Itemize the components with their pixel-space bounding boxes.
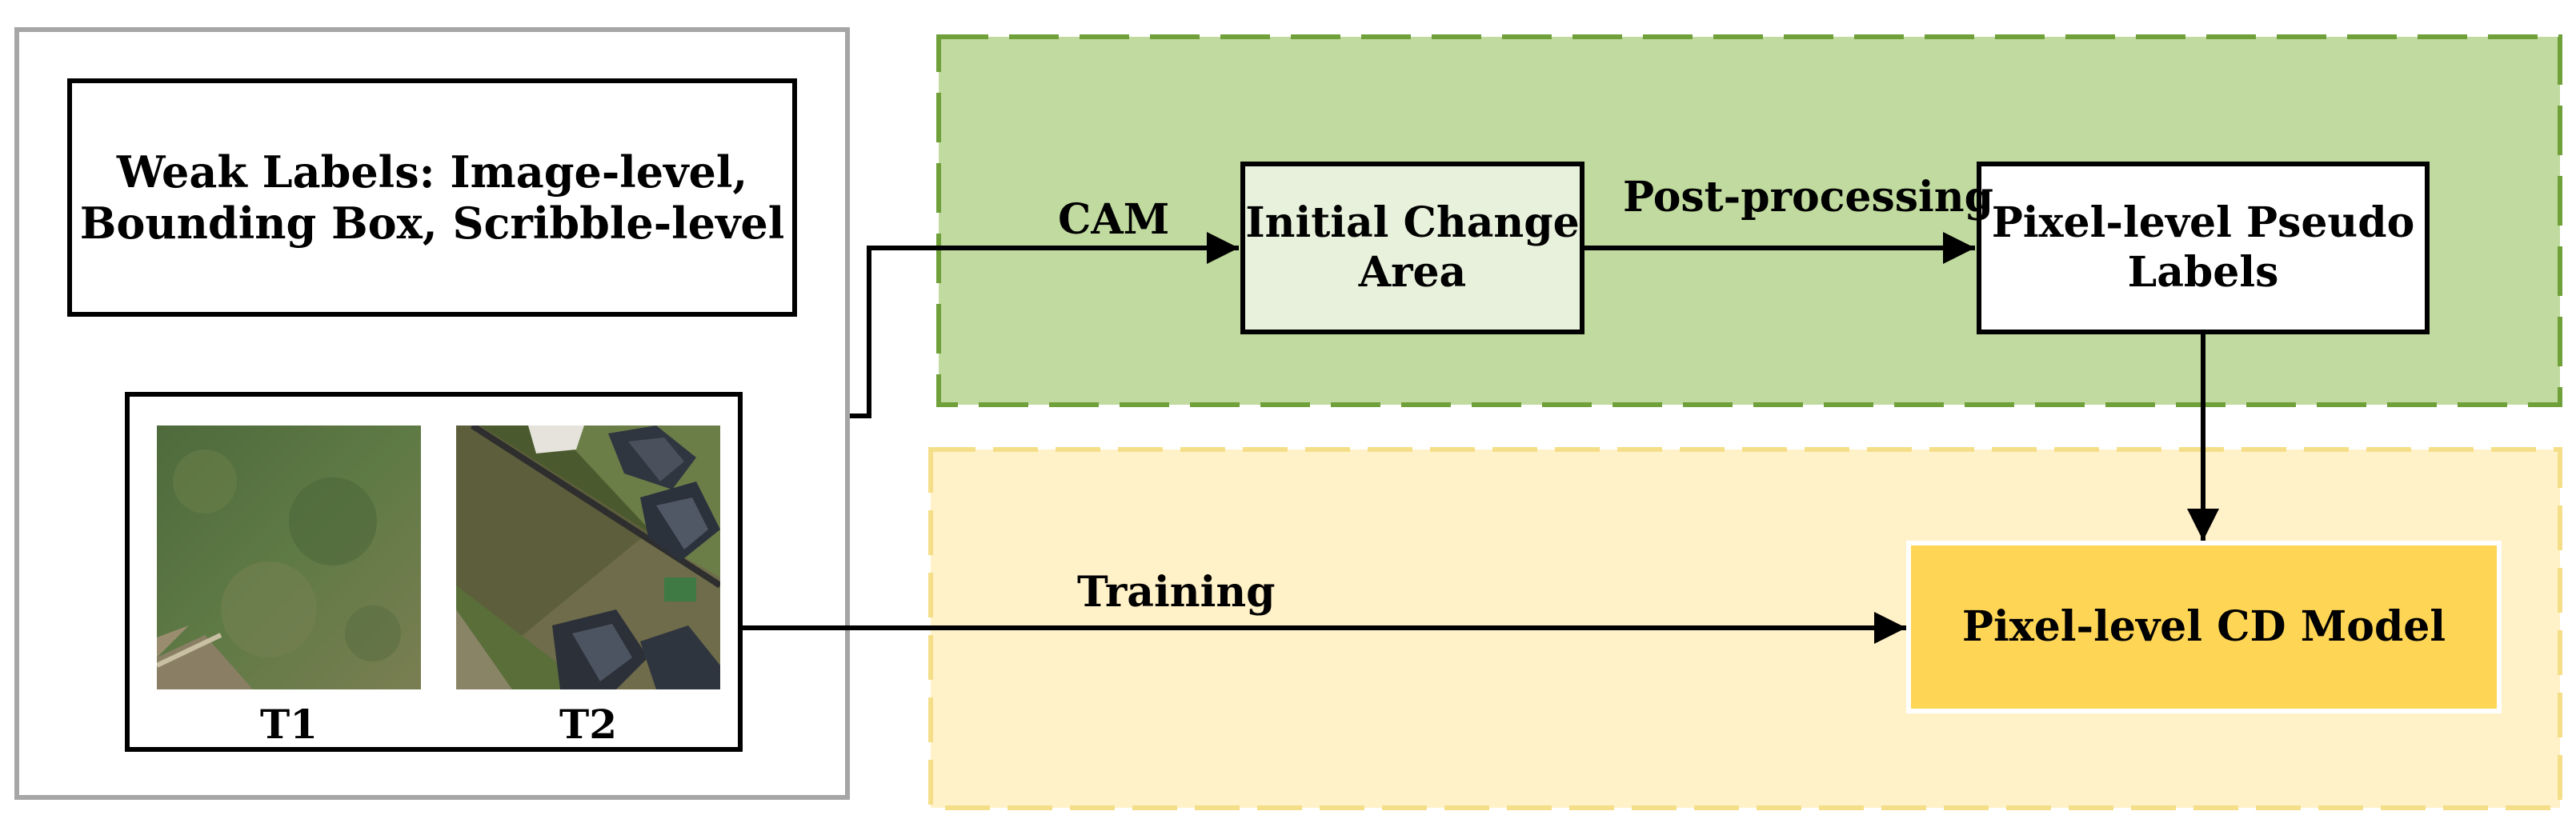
initial-change-area-box: Initial Change Area — [1240, 162, 1584, 334]
cam-arrow — [850, 232, 1239, 418]
pseudo-labels-text: Pixel-level Pseudo Labels — [1991, 198, 2415, 297]
weak-labels-text: Weak Labels: Image-level, Bounding Box, … — [79, 146, 785, 249]
t1-image — [157, 425, 421, 689]
cd-model-box: Pixel-level CD Model — [1906, 541, 2502, 713]
post-processing-label: Post-processing — [1623, 173, 1993, 222]
weak-labels-box: Weak Labels: Image-level, Bounding Box, … — [67, 78, 797, 317]
training-label: Training — [1077, 568, 1276, 617]
cam-label: CAM — [1058, 195, 1170, 244]
yellow-region-border — [928, 447, 2562, 810]
t2-label: T2 — [559, 701, 617, 748]
t1-label: T1 — [260, 701, 318, 748]
pseudo-labels-box: Pixel-level Pseudo Labels — [1977, 162, 2430, 334]
green-region-border — [936, 34, 2562, 407]
initial-change-area-text: Initial Change Area — [1245, 198, 1580, 297]
cd-model-text: Pixel-level CD Model — [1961, 602, 2446, 651]
t2-image — [456, 425, 720, 689]
image-pair-box: T1 T2 — [125, 392, 743, 752]
